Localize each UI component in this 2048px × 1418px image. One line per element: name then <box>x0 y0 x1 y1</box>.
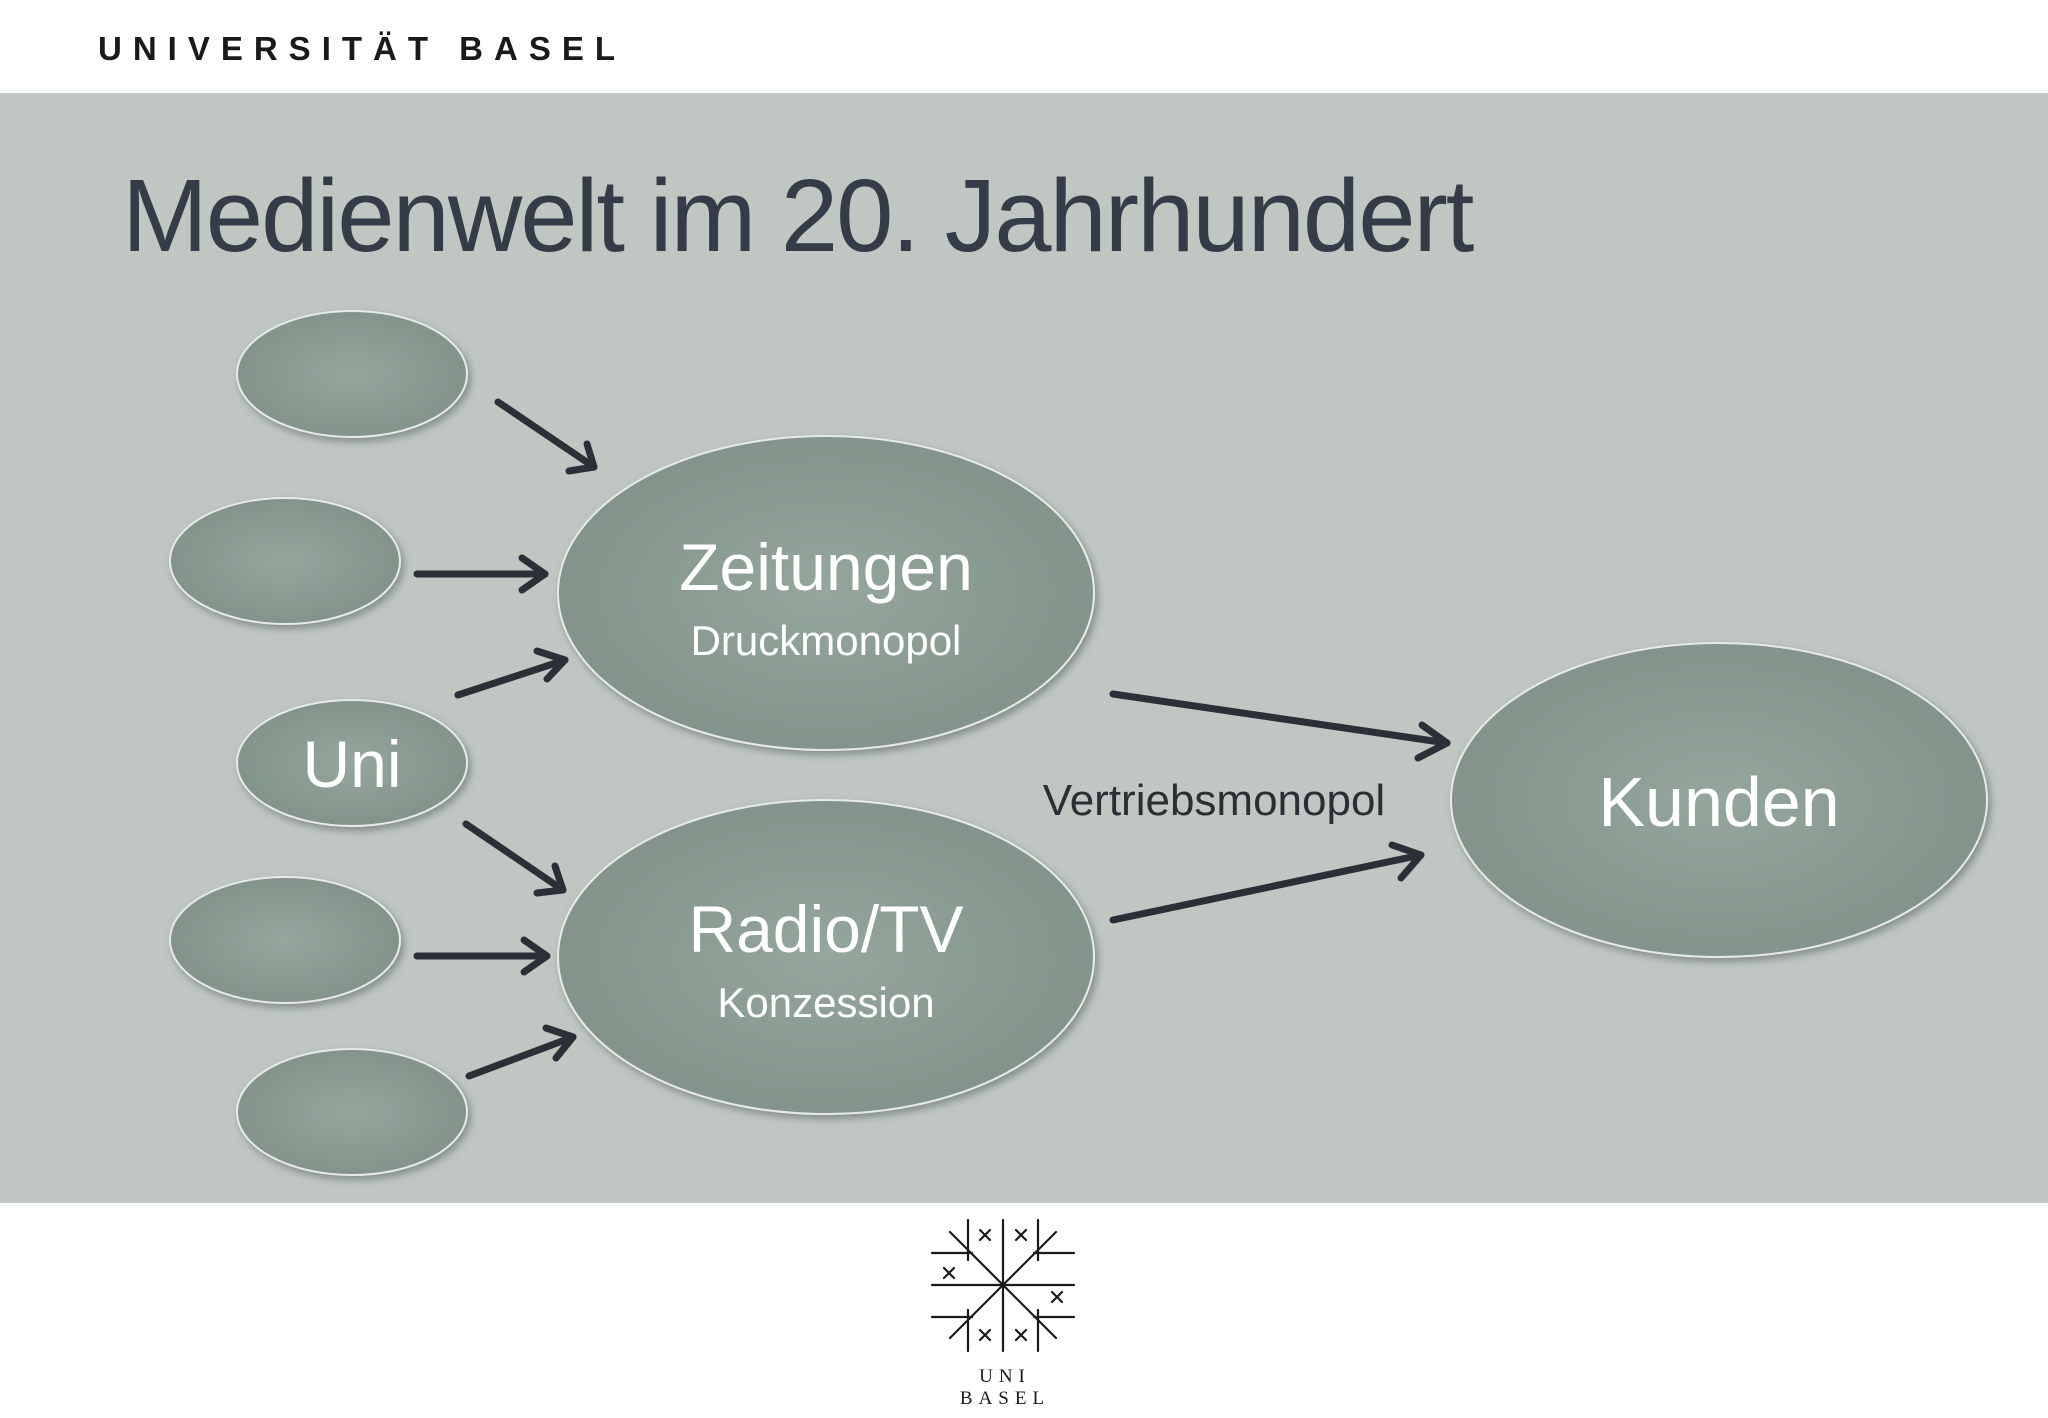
brand-wordmark: UNIVERSITÄT BASEL <box>98 30 627 67</box>
node-source-1 <box>236 310 468 438</box>
node-source-4 <box>169 876 401 1004</box>
node-radio-tv-sublabel: Konzession <box>717 979 934 1026</box>
logo-text-basel: BASEL <box>959 1388 1051 1409</box>
arrow-source-2-to-zeitungen <box>413 554 549 594</box>
arrows <box>413 398 1451 1080</box>
arrow-uni-to-radio-tv <box>462 820 567 897</box>
node-kunden: Kunden <box>1450 642 1988 958</box>
node-source-5 <box>236 1048 468 1176</box>
arrow-source-5-to-radio-tv <box>465 1024 577 1080</box>
university-logo-icon <box>930 1218 1076 1353</box>
arrow-uni-to-zeitungen <box>454 647 569 699</box>
arrow-zeitungen-to-kunden <box>1109 690 1451 762</box>
node-zeitungen-sublabel: Druckmonopol <box>691 617 962 664</box>
arrow-source-1-to-zeitungen <box>494 398 598 475</box>
edge-label-vertriebsmonopol: Vertriebsmonopol <box>1043 776 1385 825</box>
node-radio-tv-label: Radio/TV <box>688 892 963 966</box>
logo-text-uni: UNI <box>979 1366 1031 1387</box>
node-source-uni: Uni <box>236 699 468 827</box>
node-radio-tv: Radio/TV Konzession <box>557 799 1095 1115</box>
slide-title: Medienwelt im 20. Jahrhundert <box>122 158 1474 273</box>
node-source-2 <box>169 497 401 625</box>
node-uni-label: Uni <box>302 727 401 801</box>
header: UNIVERSITÄT BASEL <box>0 0 2048 93</box>
node-zeitungen: Zeitungen Druckmonopol <box>557 435 1095 751</box>
arrow-radio-tv-to-kunden <box>1109 841 1425 924</box>
node-kunden-label: Kunden <box>1598 763 1839 841</box>
arrow-source-4-to-radio-tv <box>413 936 551 976</box>
node-zeitungen-label: Zeitungen <box>679 530 973 604</box>
